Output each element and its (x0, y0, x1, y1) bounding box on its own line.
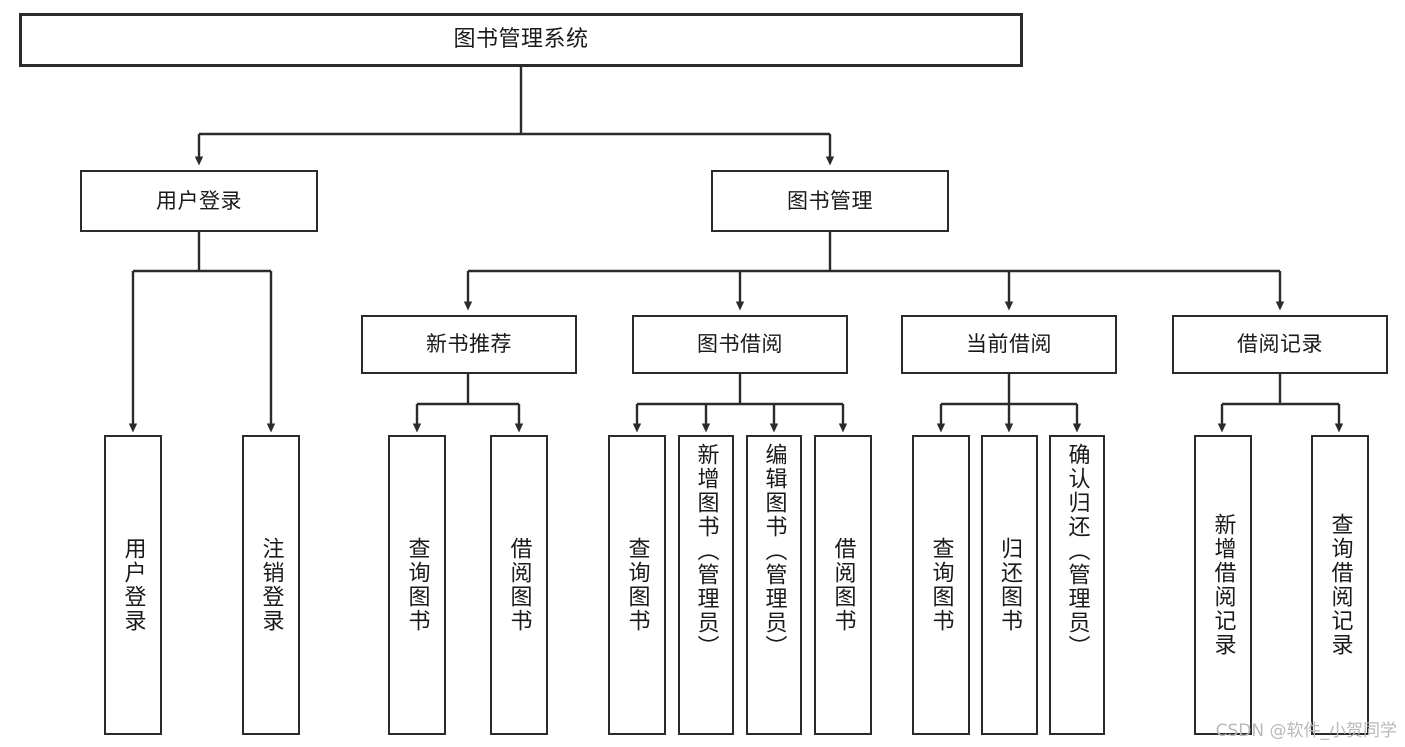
node-leaf-user-login[interactable]: 用户登录 (104, 435, 162, 735)
node-leaf-query-book-1[interactable]: 查询图书 (388, 435, 446, 735)
node-leaf-edit-book[interactable]: 编辑图书（管理员） (746, 435, 802, 735)
node-book-manage-label: 图书管理 (787, 188, 873, 213)
node-book-borrow-label: 图书借阅 (697, 332, 783, 357)
node-user-login[interactable]: 用户登录 (80, 170, 318, 232)
node-leaf-query-record-label: 查询借阅记录 (1327, 513, 1353, 657)
node-leaf-query-book-3[interactable]: 查询图书 (912, 435, 970, 735)
node-root-system[interactable]: 图书管理系统 (19, 13, 1023, 67)
node-leaf-add-record[interactable]: 新增借阅记录 (1194, 435, 1252, 735)
node-leaf-user-logout-label: 注销登录 (258, 537, 284, 633)
node-leaf-query-book-2[interactable]: 查询图书 (608, 435, 666, 735)
node-leaf-confirm-return-label: 确认归还（管理员） (1064, 443, 1090, 659)
node-leaf-user-login-label: 用户登录 (120, 537, 146, 633)
node-leaf-user-logout[interactable]: 注销登录 (242, 435, 300, 735)
watermark-text: CSDN @软件_小贺同学 (1215, 721, 1397, 741)
node-leaf-borrow-book-2[interactable]: 借阅图书 (814, 435, 872, 735)
node-leaf-query-book-3-label: 查询图书 (928, 537, 954, 633)
node-current-borrow[interactable]: 当前借阅 (901, 315, 1117, 374)
node-leaf-borrow-book-1-label: 借阅图书 (506, 537, 532, 633)
node-leaf-query-record[interactable]: 查询借阅记录 (1311, 435, 1369, 735)
node-leaf-add-book[interactable]: 新增图书（管理员） (678, 435, 734, 735)
node-new-book-recommend[interactable]: 新书推荐 (361, 315, 577, 374)
node-borrow-record-label: 借阅记录 (1237, 332, 1323, 357)
node-leaf-add-book-label: 新增图书（管理员） (693, 443, 719, 659)
node-leaf-return-book-label: 归还图书 (997, 537, 1023, 633)
node-current-borrow-label: 当前借阅 (966, 332, 1052, 357)
node-borrow-record[interactable]: 借阅记录 (1172, 315, 1388, 374)
node-leaf-return-book[interactable]: 归还图书 (981, 435, 1038, 735)
node-root-system-label: 图书管理系统 (453, 27, 589, 53)
node-leaf-borrow-book-1[interactable]: 借阅图书 (490, 435, 548, 735)
node-leaf-query-book-1-label: 查询图书 (404, 537, 430, 633)
node-new-book-recommend-label: 新书推荐 (426, 332, 512, 357)
node-leaf-edit-book-label: 编辑图书（管理员） (761, 443, 787, 659)
node-leaf-confirm-return[interactable]: 确认归还（管理员） (1049, 435, 1105, 735)
node-leaf-borrow-book-2-label: 借阅图书 (830, 537, 856, 633)
node-book-borrow[interactable]: 图书借阅 (632, 315, 848, 374)
node-user-login-label: 用户登录 (156, 188, 242, 213)
node-book-manage[interactable]: 图书管理 (711, 170, 949, 232)
node-leaf-query-book-2-label: 查询图书 (624, 537, 650, 633)
node-leaf-add-record-label: 新增借阅记录 (1210, 513, 1236, 657)
